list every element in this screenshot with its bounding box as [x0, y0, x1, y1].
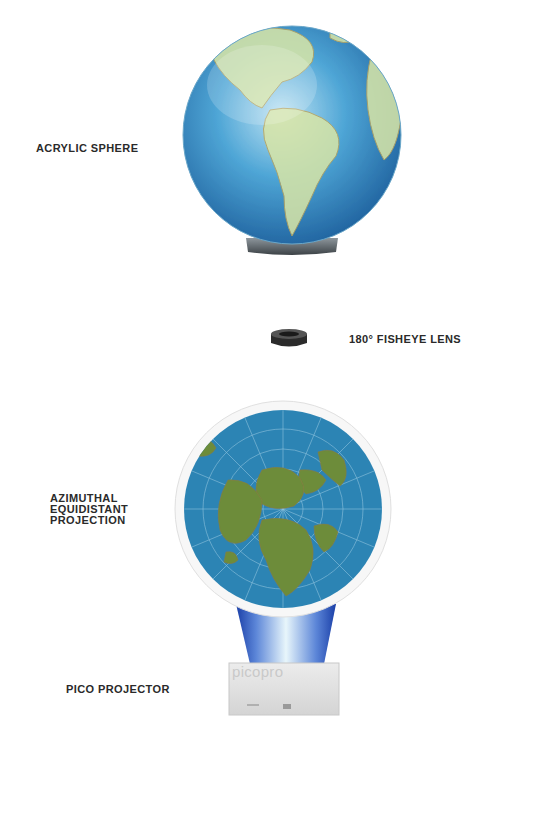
part-label: PICO PROJECTOR	[66, 684, 170, 695]
fisheye-lens	[271, 329, 307, 347]
azimuthal-map	[175, 401, 391, 617]
part-label: AZIMUTHAL EQUIDISTANT PROJECTION	[50, 493, 142, 526]
pico-projector	[229, 663, 339, 715]
acrylic-globe	[183, 22, 402, 244]
part-label: ACRYLIC SPHERE	[36, 143, 138, 154]
brand-mark: picopro	[232, 664, 283, 680]
part-label: 180° FISHEYE LENS	[349, 334, 461, 345]
